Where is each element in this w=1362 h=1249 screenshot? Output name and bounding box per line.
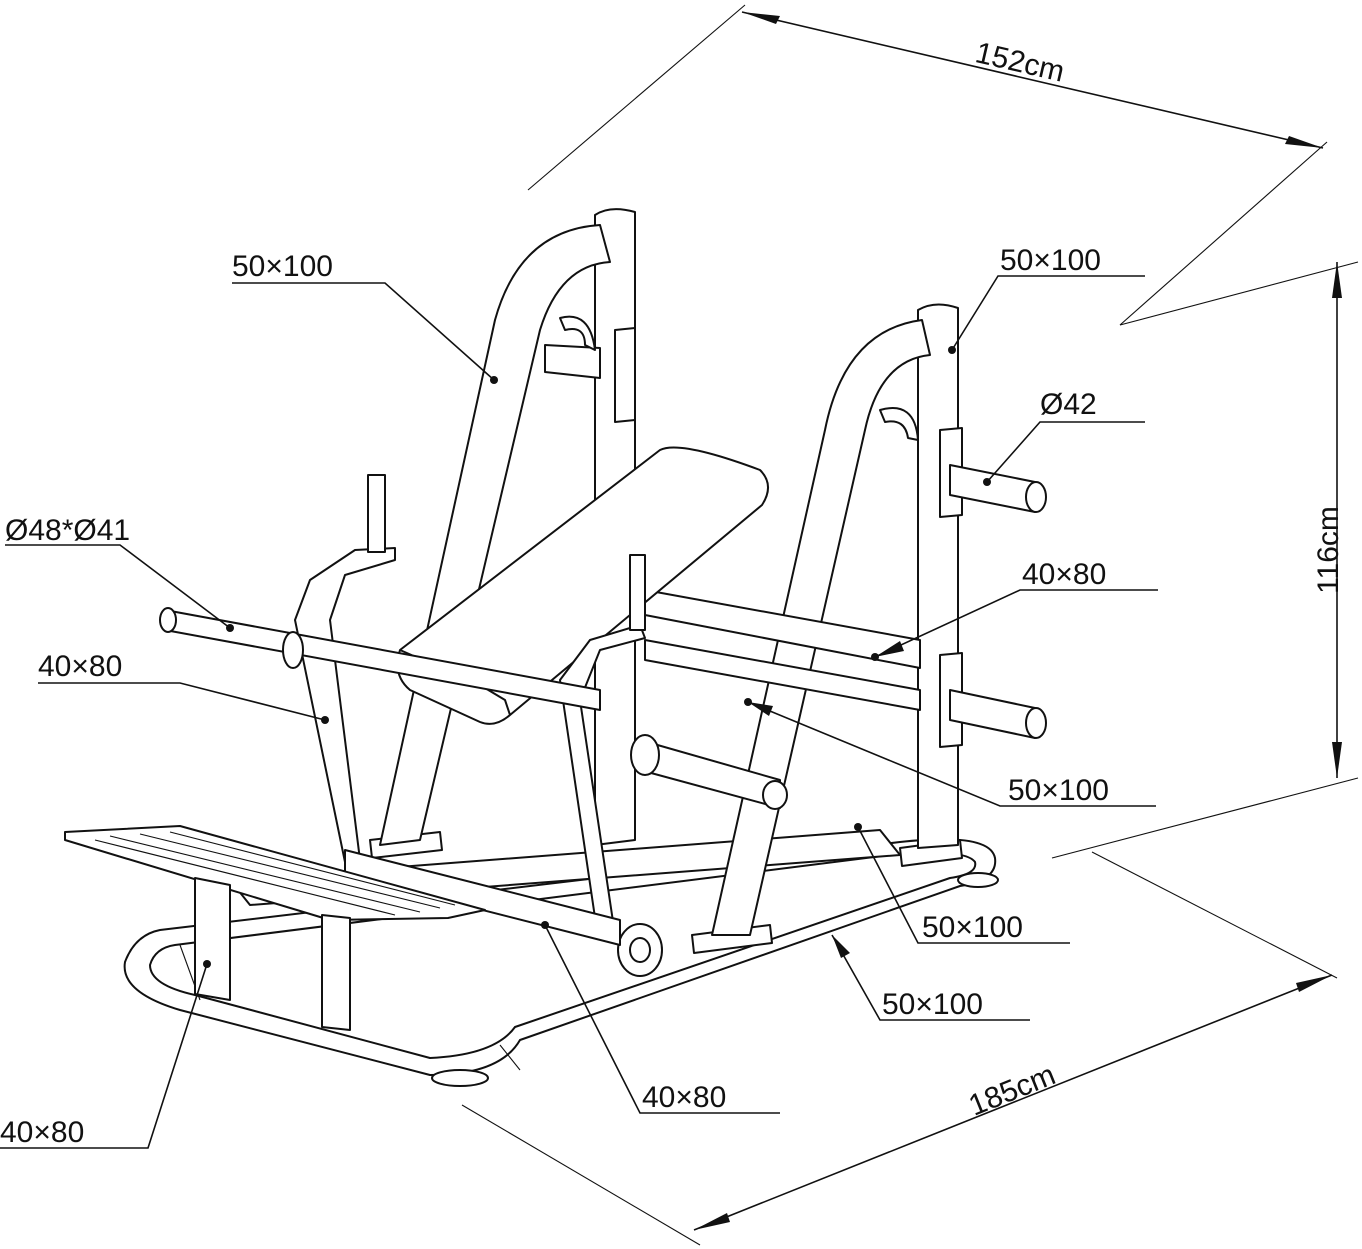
machine-illustration	[64, 208, 1047, 1087]
length-arrow-left	[694, 1213, 730, 1230]
callout-base-rail-front: 50×100	[831, 934, 1030, 1021]
svg-text:50×100: 50×100	[1000, 244, 1101, 277]
svg-text:40×80: 40×80	[642, 1081, 726, 1114]
callout-platform-post: 40×80	[0, 963, 208, 1149]
svg-text:Ø48*Ø41: Ø48*Ø41	[5, 514, 130, 547]
lever-arms	[159, 474, 788, 977]
dimension-height: 116cm	[1051, 261, 1359, 859]
height-extension-top	[1119, 261, 1359, 326]
svg-text:50×100: 50×100	[1008, 774, 1109, 807]
length-dimension-line	[693, 974, 1333, 1231]
height-extension-bottom	[1051, 777, 1359, 859]
svg-text:50×100: 50×100	[922, 911, 1023, 944]
dimension-depth: 152cm	[527, 4, 1328, 326]
depth-arrow-left	[742, 12, 780, 24]
depth-extension-right	[1119, 141, 1328, 326]
height-arrow-bottom	[1332, 742, 1342, 778]
svg-text:40×80: 40×80	[1022, 558, 1106, 591]
callout-crossbar-right: 40×80	[874, 558, 1158, 658]
svg-text:50×100: 50×100	[882, 988, 983, 1021]
length-extension-left	[461, 1104, 701, 1246]
callout-weight-horn: Ø42	[986, 388, 1145, 483]
callout-rear-crossbar: 50×100	[747, 701, 1156, 807]
callout-upright-right: 50×100	[951, 244, 1145, 351]
depth-dimension-line	[741, 11, 1324, 149]
depth-extension-left	[527, 4, 746, 191]
depth-arrow-right	[1285, 136, 1323, 148]
height-label: 116cm	[1312, 506, 1345, 594]
length-extension-right	[1091, 851, 1338, 979]
svg-text:40×80: 40×80	[0, 1116, 84, 1149]
length-label: 185cm	[964, 1058, 1060, 1122]
length-arrow-right	[1296, 975, 1332, 992]
callout-center-beam: 40×80	[544, 924, 780, 1114]
callout-upright-left: 50×100	[232, 250, 495, 381]
height-arrow-top	[1332, 262, 1342, 298]
depth-label: 152cm	[972, 36, 1067, 88]
callout-lever-arm-left: 40×80	[38, 650, 326, 721]
callout-lever-handle: Ø48*Ø41	[5, 514, 231, 629]
svg-text:40×80: 40×80	[38, 650, 122, 683]
foot-platform	[64, 825, 486, 1031]
callout-base-rail-right: 50×100	[857, 826, 1070, 944]
svg-text:Ø42: Ø42	[1040, 388, 1097, 421]
svg-text:50×100: 50×100	[232, 250, 333, 283]
weight-horns	[949, 464, 1047, 739]
